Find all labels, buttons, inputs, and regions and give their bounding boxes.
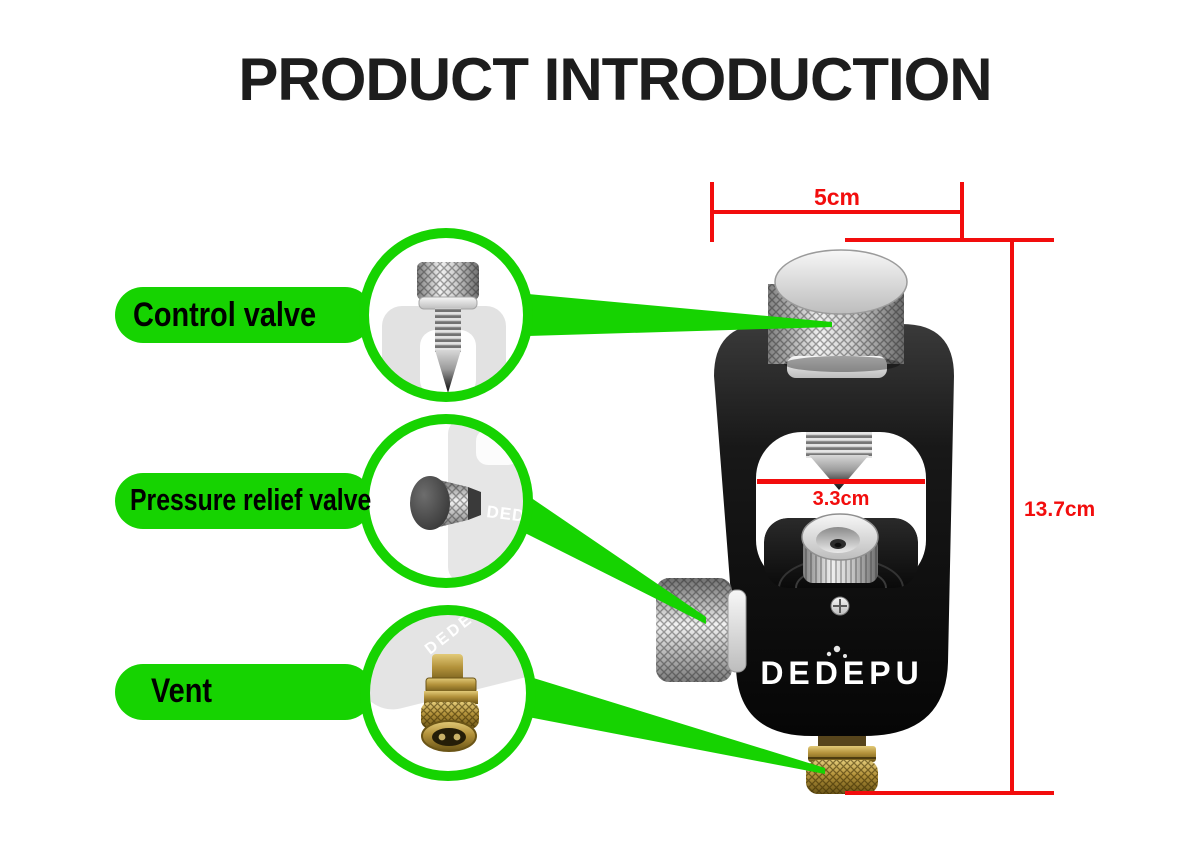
callout-label-vent: Vent [151,672,213,710]
magnifier-control-valve [359,228,533,402]
control-knob [768,249,908,378]
logo-diver-bubbles [826,645,847,658]
callout-label-control-valve: Control valve [133,296,317,334]
pointer-pressure-relief [523,495,706,624]
control-knob-cap [774,249,908,315]
pill-control-valve [115,287,373,343]
pointer-vent [523,676,825,774]
dimension-inner-width-label: 3.3cm [812,488,870,510]
height-extension-top [845,238,1054,242]
page-title: PRODUCT INTRODUCTION [238,46,992,113]
product-valve [656,249,954,794]
width-dimension-line [710,210,964,214]
magnifier-ring-2 [359,414,533,588]
height-extension-bottom [845,791,1054,795]
vent-fitting [806,736,878,794]
dimension-width-label: 5cm [813,184,861,210]
pill-vent [115,664,373,720]
magnifier-ring-3 [360,605,536,781]
inner-width-line [757,479,925,484]
height-dimension-line [1010,238,1014,795]
magnifier-pressure-relief: DEDEPU [359,414,533,588]
phillips-screw [830,596,850,616]
magnifier-vent: DEDEPU [360,605,536,781]
pointer-control-valve [528,294,832,336]
nut-hole-center [834,542,842,548]
screw-thread-pattern [806,432,872,458]
callout-label-pressure-relief-valve: Pressure relief valve [130,482,372,517]
callout-pills [115,287,373,720]
brand-logo: DEDEPU [760,655,924,691]
pill-pressure-relief [115,473,373,529]
dimension-annotations [710,182,1054,795]
screw-cone-tip [809,455,869,490]
dimension-height-label: 13.7cm [1024,498,1096,521]
callout-pointers [523,294,832,774]
magnifier-ring-1 [359,228,533,402]
